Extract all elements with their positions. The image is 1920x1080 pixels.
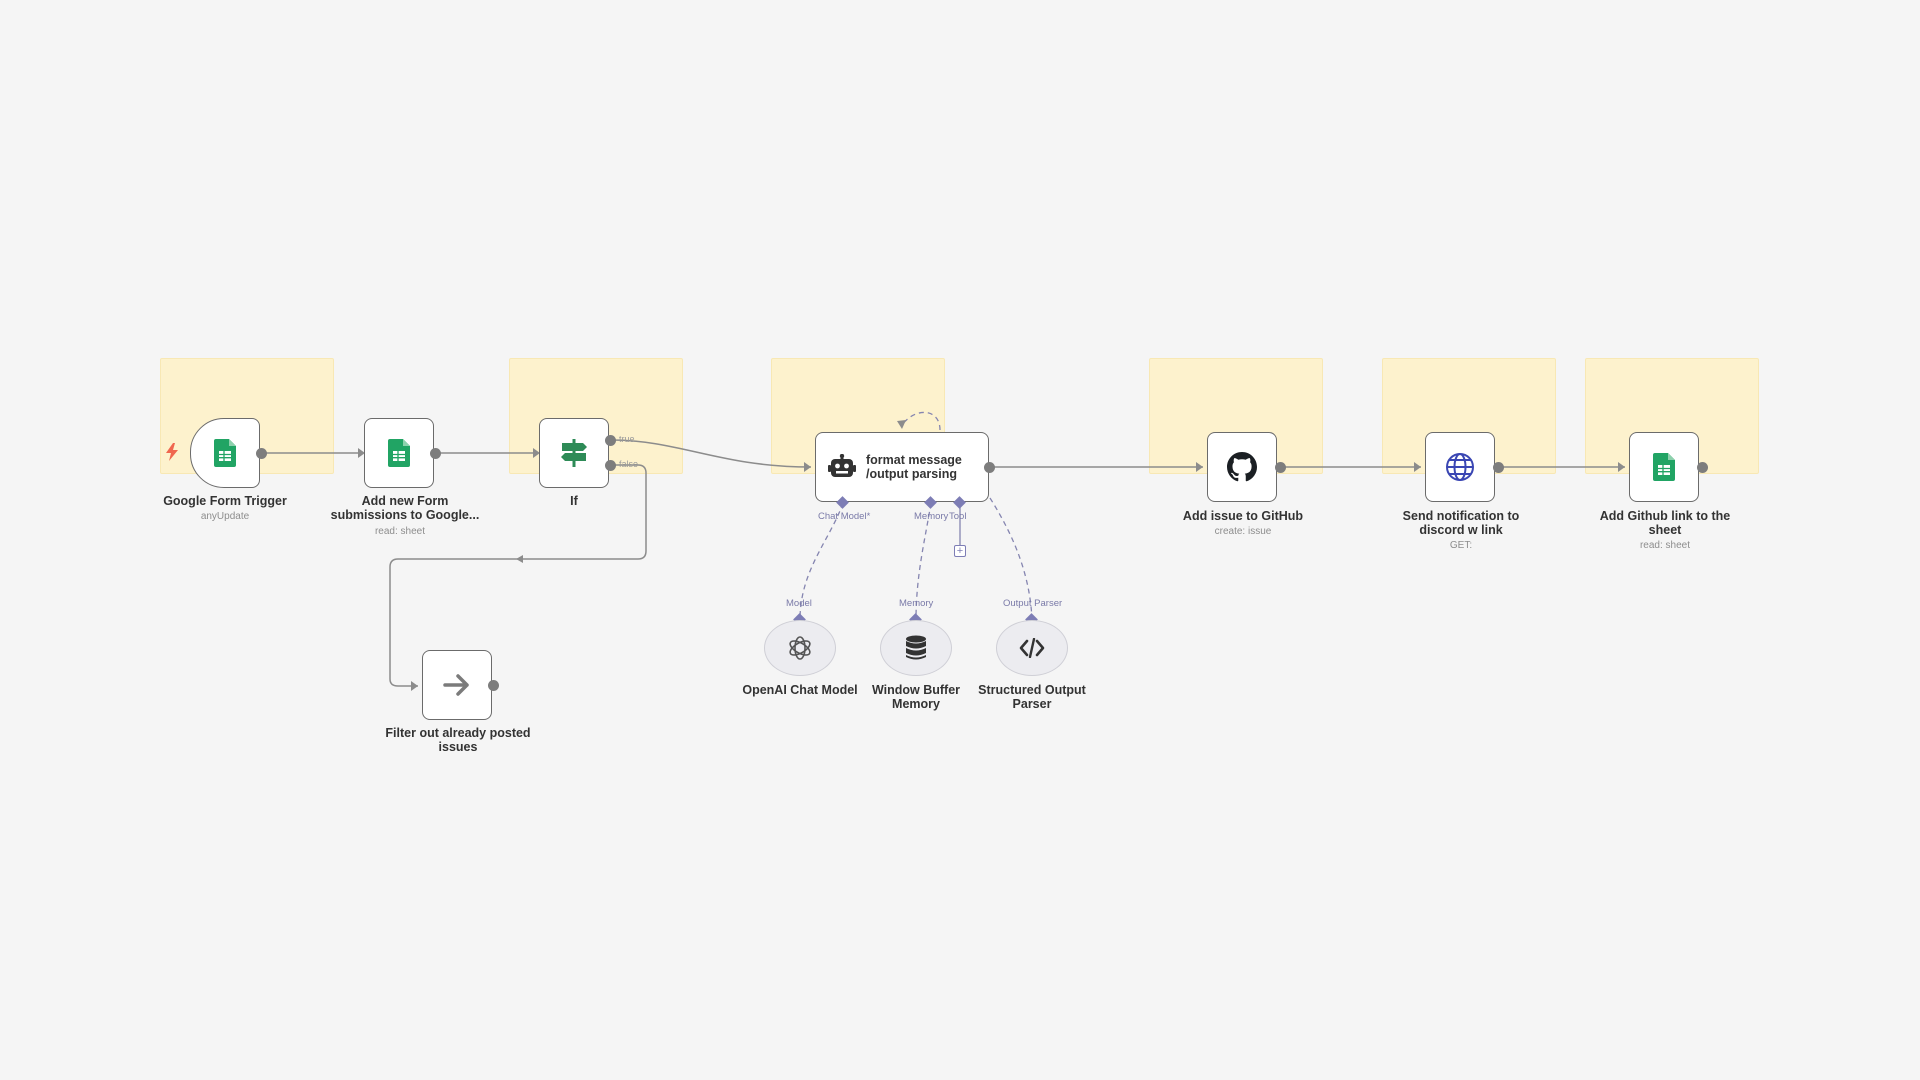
- node-label: If: [570, 494, 578, 508]
- node-meta: create: issue: [1214, 526, 1272, 537]
- node-add-issue-github[interactable]: [1207, 432, 1277, 502]
- chat-model-port-label: Chat Model*: [818, 511, 871, 522]
- output-handle[interactable]: [430, 448, 441, 459]
- node-window-buffer-memory[interactable]: [880, 620, 952, 676]
- output-parser-port-label: Output Parser: [1003, 598, 1063, 609]
- output-handle[interactable]: [488, 680, 499, 691]
- arrow-right-icon: [443, 674, 469, 696]
- output-handle[interactable]: [1697, 462, 1708, 473]
- node-label: Structured Output Parser: [978, 683, 1086, 711]
- node-send-discord-notification[interactable]: [1425, 432, 1495, 502]
- sub-connection-parser: [989, 497, 1033, 621]
- node-openai-chat-model[interactable]: [764, 620, 836, 676]
- node-structured-output-parser[interactable]: [996, 620, 1068, 676]
- node-label: Send notification to discord w link: [1402, 509, 1520, 537]
- sub-connection-model: [799, 502, 844, 621]
- globe-icon: [1446, 453, 1474, 481]
- code-icon: [1019, 638, 1045, 658]
- node-ai-agent[interactable]: format message /output parsing: [815, 432, 989, 502]
- robot-icon: [828, 454, 856, 477]
- google-sheets-icon: [1653, 453, 1675, 481]
- node-label: OpenAI Chat Model: [742, 683, 858, 697]
- node-label: Filter out already posted issues: [385, 726, 531, 754]
- false-branch-label: false: [619, 459, 639, 469]
- model-port-label: Model: [786, 598, 812, 609]
- node-filter-posted-issues[interactable]: [422, 650, 492, 720]
- output-handle[interactable]: [256, 448, 267, 459]
- github-icon: [1227, 452, 1257, 482]
- node-label: Add issue to GitHub: [1182, 509, 1304, 523]
- true-branch-label: true: [619, 434, 635, 444]
- node-label: Google Form Trigger: [163, 494, 287, 508]
- node-label: Add Github link to the sheet: [1599, 509, 1731, 537]
- false-output-handle[interactable]: [605, 460, 616, 471]
- memory-port-label: Memory: [899, 598, 934, 609]
- memory-port-label: Memory: [914, 511, 949, 522]
- true-output-handle[interactable]: [605, 435, 616, 446]
- node-meta: read: sheet: [1639, 540, 1691, 551]
- signpost-icon: [561, 439, 587, 467]
- connection-if-true-to-agent: [610, 439, 812, 468]
- database-icon: [906, 635, 926, 660]
- google-sheets-icon: [388, 439, 410, 467]
- node-meta: anyUpdate: [200, 511, 250, 522]
- node-label: format message /output parsing: [866, 453, 962, 481]
- trigger-bolt-icon: [166, 443, 178, 461]
- node-add-github-link-sheet[interactable]: [1629, 432, 1699, 502]
- node-meta: read: sheet: [374, 526, 426, 537]
- google-sheets-icon: [214, 439, 236, 467]
- node-meta: GET:: [1449, 540, 1473, 551]
- node-google-form-trigger[interactable]: [190, 418, 260, 488]
- sub-connection-memory: [915, 502, 932, 621]
- tool-port-label: Tool: [949, 511, 967, 522]
- node-if[interactable]: [539, 418, 609, 488]
- openai-icon: [789, 636, 811, 660]
- output-handle[interactable]: [1275, 462, 1286, 473]
- sub-connection-loop: [901, 411, 941, 431]
- node-label: Add new Form submissions to Google...: [330, 494, 480, 522]
- add-tool-button[interactable]: +: [954, 545, 966, 557]
- node-add-form-submissions[interactable]: [364, 418, 434, 488]
- node-label: Window Buffer Memory: [871, 683, 961, 711]
- output-handle[interactable]: [1493, 462, 1504, 473]
- output-handle[interactable]: [984, 462, 995, 473]
